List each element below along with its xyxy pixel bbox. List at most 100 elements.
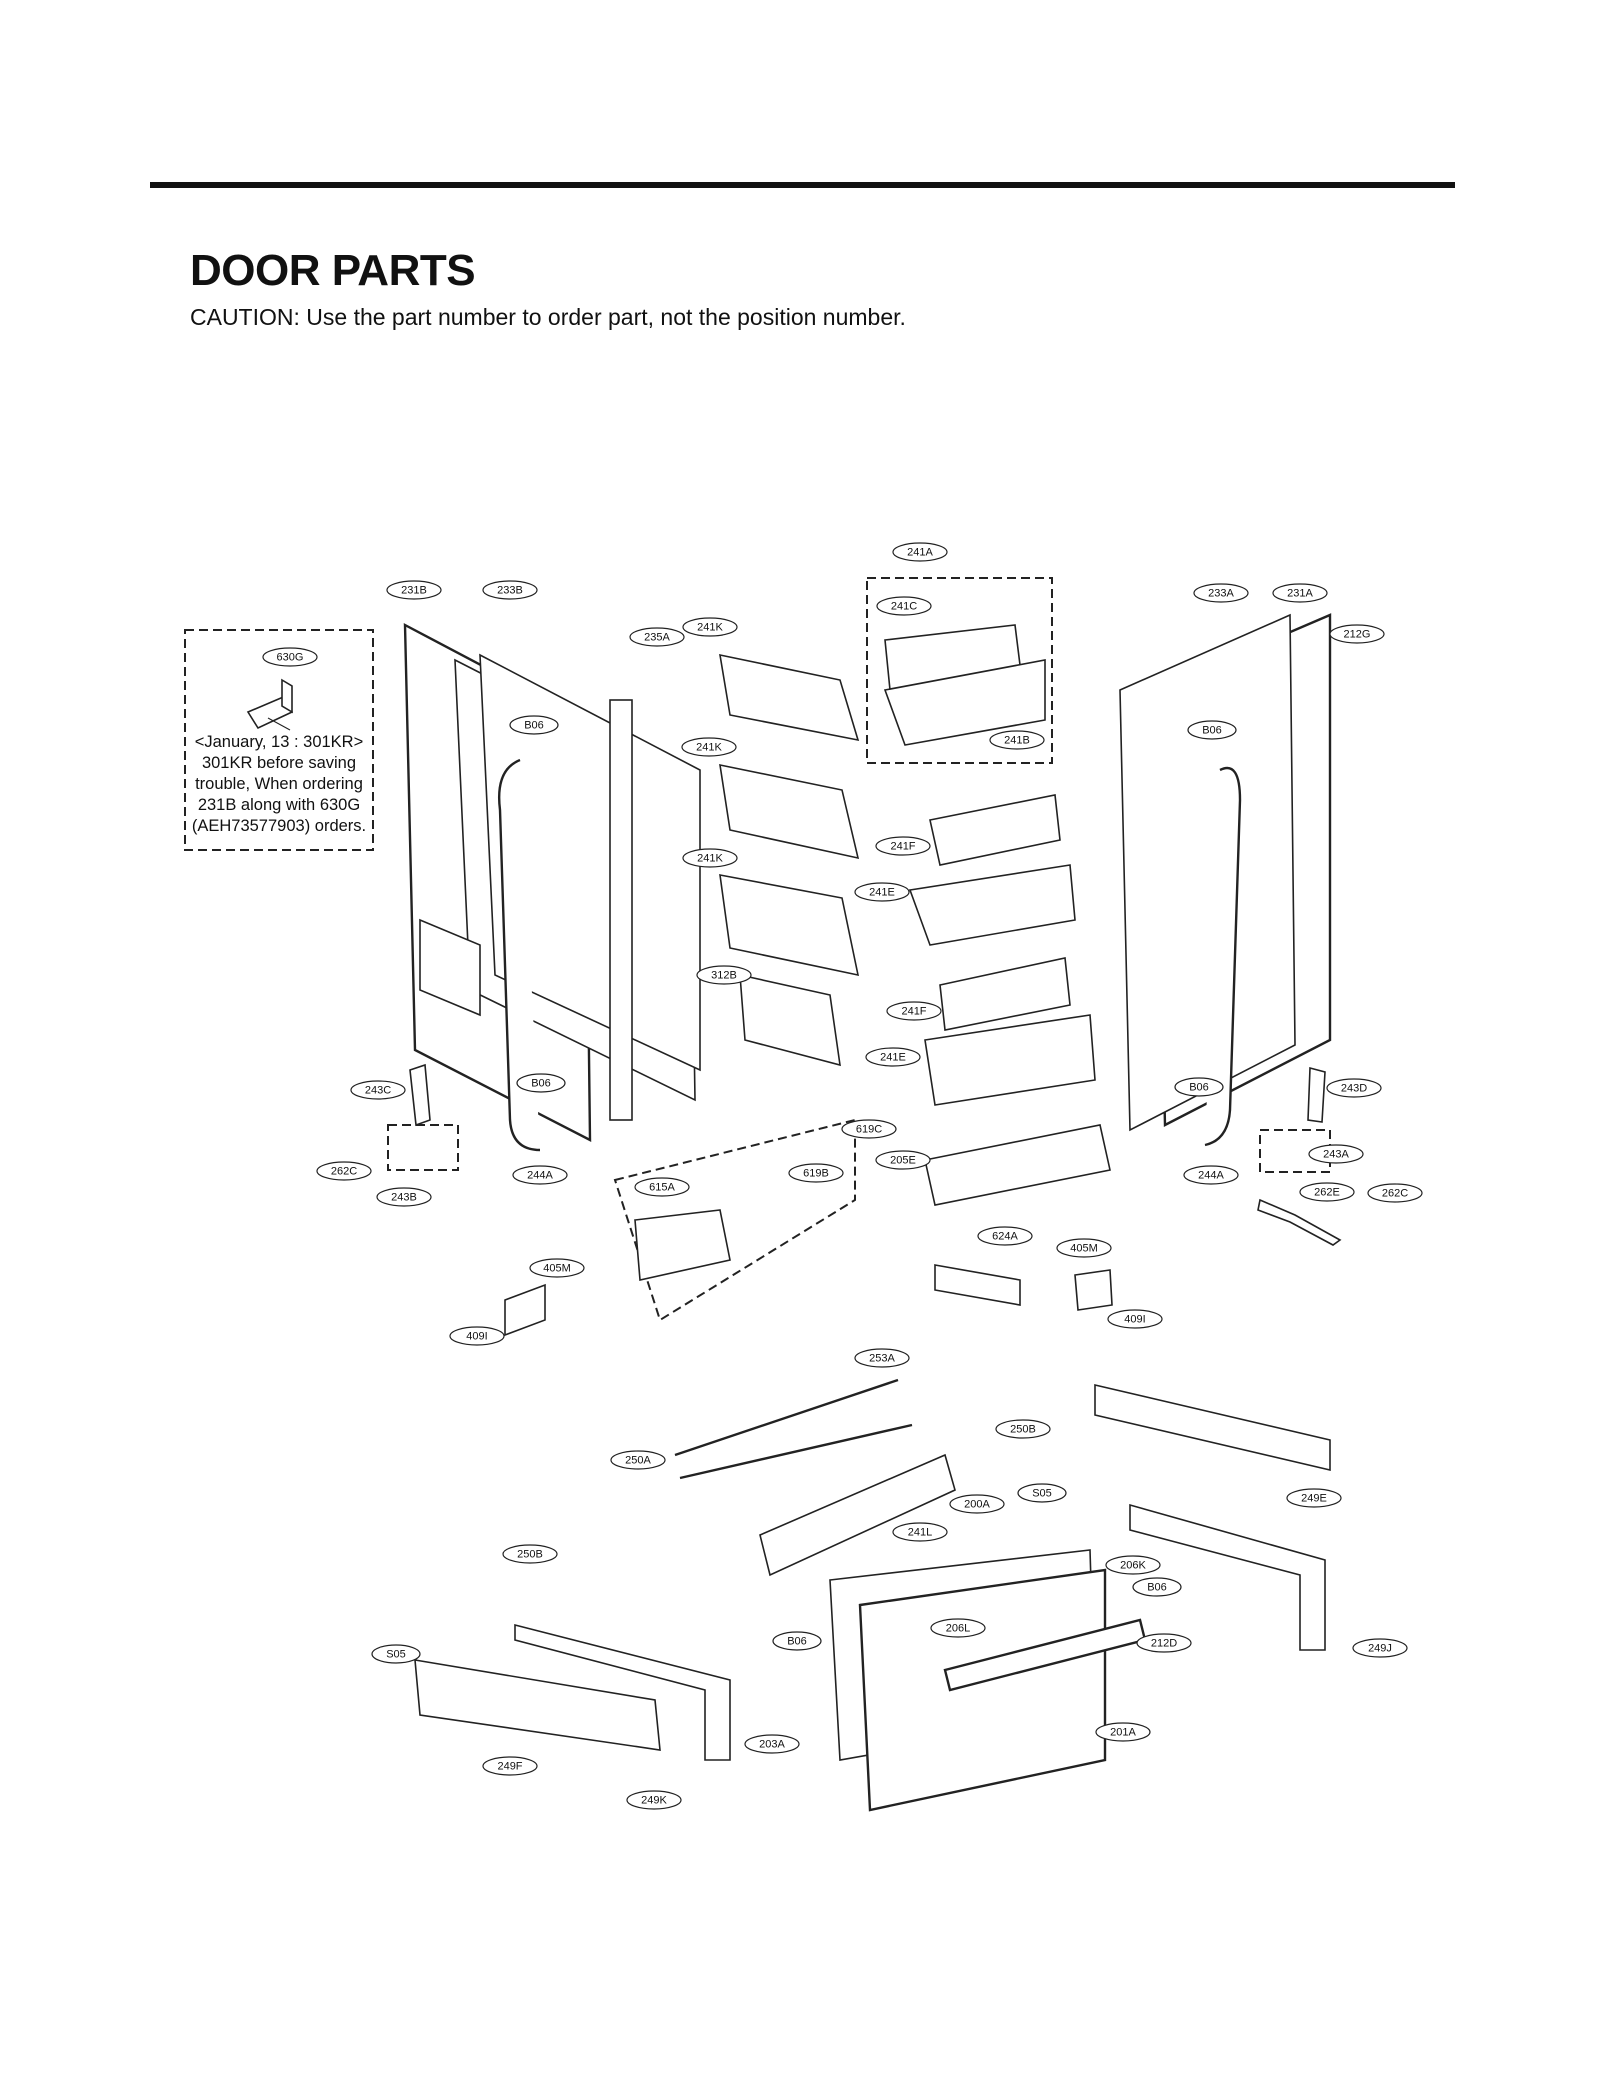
callout-label: 409I: [466, 1330, 487, 1342]
callout-label: B06: [531, 1077, 551, 1089]
callout-241a: 241A: [892, 542, 948, 562]
callout-label: 250B: [1010, 1423, 1036, 1435]
callout-233a: 233A: [1193, 583, 1249, 603]
callout-label: 233A: [1208, 587, 1234, 599]
callout-241f: 241F: [875, 836, 931, 856]
callout-label: 200A: [964, 1498, 990, 1510]
hinges: [387, 1063, 1342, 1246]
callout-label: 249E: [1301, 1492, 1327, 1504]
callout-s05: S05: [1017, 1483, 1067, 1503]
note-line: 231B along with 630G: [197, 796, 361, 814]
callout-label: 249K: [641, 1794, 667, 1806]
callout-250b: 250B: [995, 1419, 1051, 1439]
callout-235a: 235A: [629, 627, 685, 647]
callout-label: 244A: [1198, 1169, 1224, 1181]
callout-250a: 250A: [610, 1450, 666, 1470]
callout-label: 206K: [1120, 1559, 1146, 1571]
callout-206l: 206L: [930, 1618, 986, 1638]
callout-262c: 262C: [1367, 1183, 1423, 1203]
dairy-box-241a: [866, 577, 1053, 764]
callout-b06: B06: [516, 1073, 566, 1093]
callout-label: 243A: [1323, 1148, 1349, 1160]
callout-label: 250B: [517, 1548, 543, 1560]
callout-201a: 201A: [1095, 1722, 1151, 1742]
callout-label: 203A: [759, 1738, 785, 1750]
note-line: 301KR before saving: [201, 754, 357, 772]
callout-label: S05: [386, 1648, 406, 1660]
callout-label: 201A: [1110, 1726, 1136, 1738]
callout-241c: 241C: [876, 596, 932, 616]
callout-212d: 212D: [1136, 1633, 1192, 1653]
callout-241k: 241K: [682, 848, 738, 868]
right-door: [1119, 613, 1332, 1147]
callout-244a: 244A: [1183, 1165, 1239, 1185]
note-line: <January, 13 : 301KR>: [194, 733, 364, 751]
callout-label: 405M: [543, 1262, 571, 1274]
callout-label: B06: [1189, 1081, 1209, 1093]
callout-label: 624A: [992, 1230, 1018, 1242]
callout-241e: 241E: [865, 1047, 921, 1067]
callout-label: 241K: [696, 741, 722, 753]
callout-241b: 241B: [989, 730, 1045, 750]
callout-262c: 262C: [316, 1161, 372, 1181]
callout-label: 405M: [1070, 1242, 1098, 1254]
callout-409i: 409I: [1107, 1309, 1163, 1329]
callout-label: 243C: [365, 1084, 391, 1096]
callout-b06: B06: [772, 1631, 822, 1651]
callout-label: 241C: [891, 600, 917, 612]
callout-label: 243D: [1341, 1082, 1367, 1094]
callout-231a: 231A: [1272, 583, 1328, 603]
callout-250b: 250B: [502, 1544, 558, 1564]
callout-615a: 615A: [634, 1177, 690, 1197]
callout-233b: 233B: [482, 580, 538, 600]
crisper-bins: [908, 794, 1111, 1206]
callout-243a: 243A: [1308, 1144, 1364, 1164]
callout-label: 409I: [1124, 1313, 1145, 1325]
drawer-rails: [414, 1378, 1331, 1761]
callout-262e: 262E: [1299, 1182, 1355, 1202]
callout-212g: 212G: [1329, 624, 1385, 644]
freezer-drawer: [829, 1549, 1147, 1812]
callout-249k: 249K: [626, 1790, 682, 1810]
callout-b06: B06: [1187, 720, 1237, 740]
left-door: [403, 622, 701, 1152]
callout-label: 241K: [697, 621, 723, 633]
callout-label: 249F: [497, 1760, 522, 1772]
water-parts: [504, 1118, 1113, 1337]
callout-label: 241F: [901, 1005, 926, 1017]
callout-206k: 206K: [1105, 1555, 1161, 1575]
note-line: trouble, When ordering: [195, 775, 363, 793]
callout-label: 231B: [401, 584, 427, 596]
callout-label: 619C: [856, 1123, 882, 1135]
callout-b06: B06: [1174, 1077, 1224, 1097]
callout-label: 241E: [869, 886, 895, 898]
callout-label: 244A: [527, 1169, 553, 1181]
callout-label: 630G: [277, 651, 304, 663]
callout-409i: 409I: [449, 1326, 505, 1346]
callout-241e: 241E: [854, 882, 910, 902]
note-line: (AEH73577903) orders.: [191, 817, 367, 835]
callout-s05: S05: [371, 1644, 421, 1664]
callout-label: 253A: [869, 1352, 895, 1364]
callout-624a: 624A: [977, 1226, 1033, 1246]
callout-231b: 231B: [386, 580, 442, 600]
callout-label: 250A: [625, 1454, 651, 1466]
callout-241k: 241K: [681, 737, 737, 757]
callout-b06: B06: [509, 715, 559, 735]
callout-label: 249J: [1368, 1642, 1392, 1654]
callout-241k: 241K: [682, 617, 738, 637]
callout-label: 205E: [890, 1154, 916, 1166]
callout-label: 241A: [907, 546, 933, 558]
page-title: DOOR PARTS: [190, 246, 476, 295]
header-rule: [150, 182, 1455, 188]
callout-label: 206L: [946, 1622, 970, 1634]
callout-241l: 241L: [892, 1522, 948, 1542]
callout-label: 262E: [1314, 1186, 1340, 1198]
callout-label: B06: [524, 719, 544, 731]
callout-b06: B06: [1132, 1577, 1182, 1597]
callout-203a: 203A: [744, 1734, 800, 1754]
callout-619c: 619C: [841, 1119, 897, 1139]
callout-244a: 244A: [512, 1165, 568, 1185]
callout-243b: 243B: [376, 1187, 432, 1207]
callout-label: 262C: [331, 1165, 357, 1177]
